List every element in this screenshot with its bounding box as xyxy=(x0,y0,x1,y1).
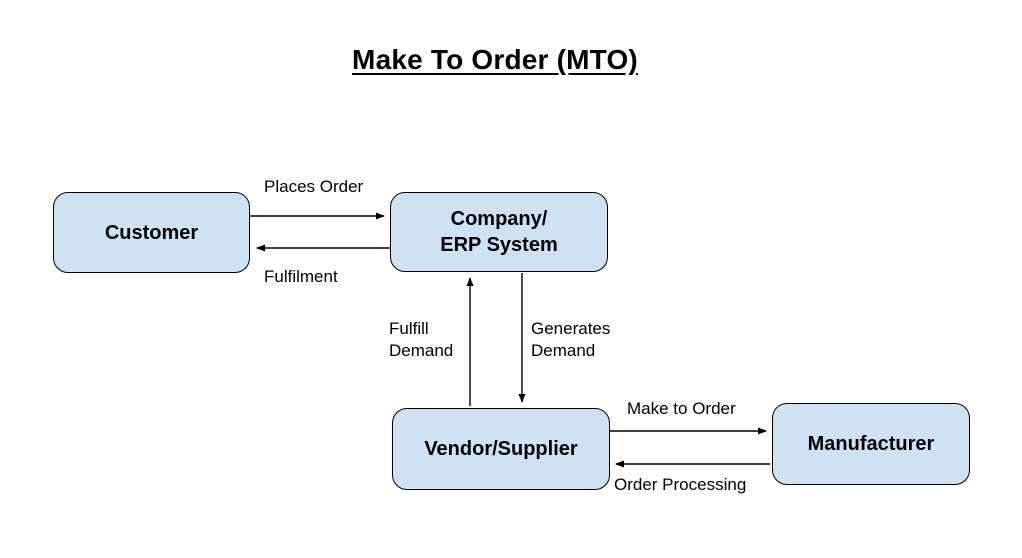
node-customer: Customer xyxy=(53,192,250,273)
edge-label-fulfilment: Fulfilment xyxy=(264,267,338,286)
edge-label-fulfill-demand: Fulfill Demand xyxy=(389,319,454,361)
node-manufacturer: Manufacturer xyxy=(772,403,970,485)
edge-label-make-to-order: Make to Order xyxy=(627,399,736,418)
edge-label-order-processing: Order Processing xyxy=(614,475,747,494)
diagram-title: Make To Order (MTO) xyxy=(352,44,638,75)
edge-label-places-order: Places Order xyxy=(264,177,364,196)
node-vendor-supplier: Vendor/Supplier xyxy=(392,408,610,490)
edge-label-generates-demand: Generates Demand xyxy=(531,319,611,361)
node-company-erp-system: Company/ ERP System xyxy=(390,192,608,272)
